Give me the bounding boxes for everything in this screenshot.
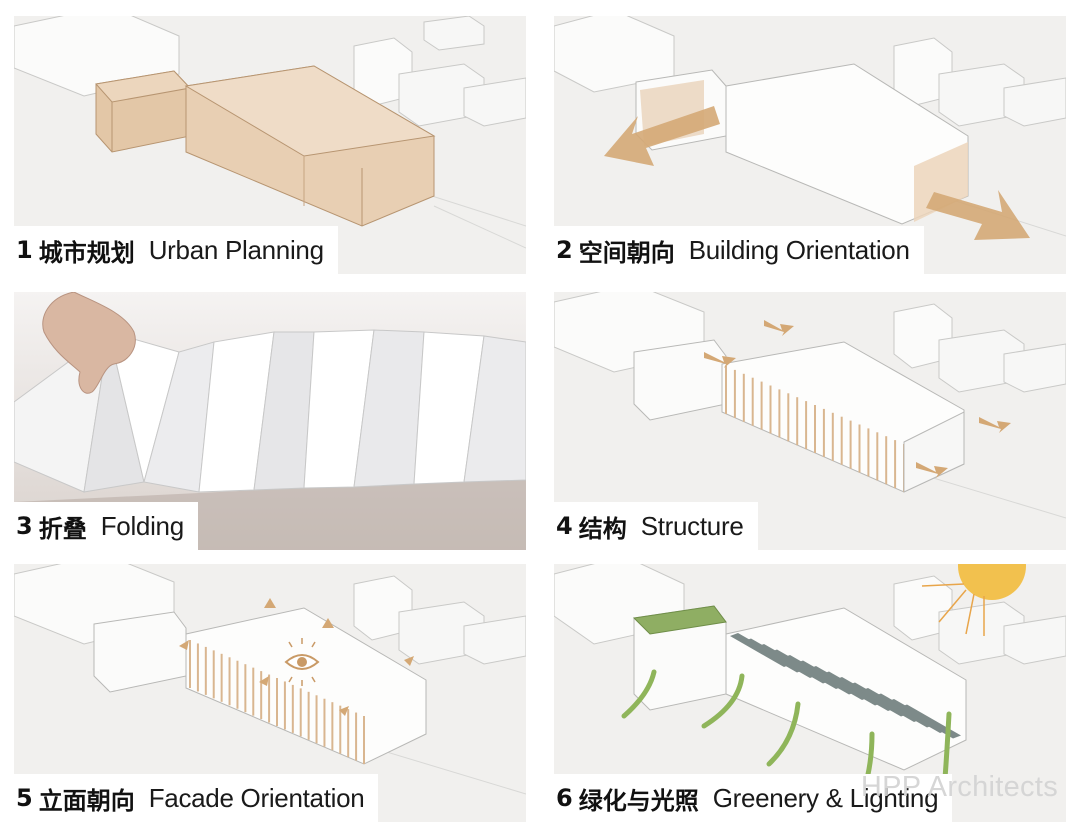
caption-chinese: 结构	[578, 514, 627, 543]
caption-english: Urban Planning	[148, 234, 324, 265]
panel-building-orientation: 2 空间朝向 Building Orientation	[554, 16, 1066, 274]
caption-chinese: 折叠	[38, 514, 87, 543]
caption-number: 4	[556, 512, 573, 540]
panel-greenery-lighting: 6 绿化与光照 Greenery & Lighting	[554, 564, 1066, 822]
caption-chinese: 绿化与光照	[578, 786, 699, 815]
caption-greenery-lighting: 6 绿化与光照 Greenery & Lighting	[554, 774, 953, 822]
folding-photo	[14, 292, 526, 550]
panel-urban-planning: 1 城市规划 Urban Planning	[14, 16, 526, 274]
structure-diagram	[554, 292, 1066, 550]
caption-number: 5	[16, 784, 33, 812]
watermark: HPP Architects	[860, 771, 1058, 803]
hand-image	[42, 292, 136, 394]
caption-english: Greenery & Lighting	[712, 782, 939, 813]
caption-number: 1	[16, 236, 33, 264]
panel-structure: 4 结构 Structure	[554, 292, 1066, 550]
roof-strip	[899, 704, 961, 739]
panel-facade-orientation: 5 立面朝向 Facade Orientation	[14, 564, 526, 822]
caption-chinese: 立面朝向	[38, 786, 135, 815]
caption-number: 6	[556, 784, 573, 812]
caption-facade-orientation: 5 立面朝向 Facade Orientation	[14, 774, 379, 822]
caption-english: Folding	[100, 510, 184, 541]
sun-icon	[921, 564, 1026, 636]
caption-urban-planning: 1 城市规划 Urban Planning	[14, 226, 338, 274]
panel-folding: 3 折叠 Folding	[14, 292, 526, 550]
caption-english: Structure	[640, 510, 744, 541]
caption-folding: 3 折叠 Folding	[14, 502, 198, 550]
caption-english: Facade Orientation	[148, 782, 365, 813]
caption-english: Building Orientation	[688, 234, 910, 265]
caption-structure: 4 结构 Structure	[554, 502, 758, 550]
caption-building-orientation: 2 空间朝向 Building Orientation	[554, 226, 924, 274]
caption-chinese: 空间朝向	[578, 238, 675, 267]
caption-number: 2	[556, 236, 573, 264]
eye-icon	[284, 638, 320, 686]
caption-chinese: 城市规划	[38, 238, 135, 267]
caption-number: 3	[16, 512, 33, 540]
